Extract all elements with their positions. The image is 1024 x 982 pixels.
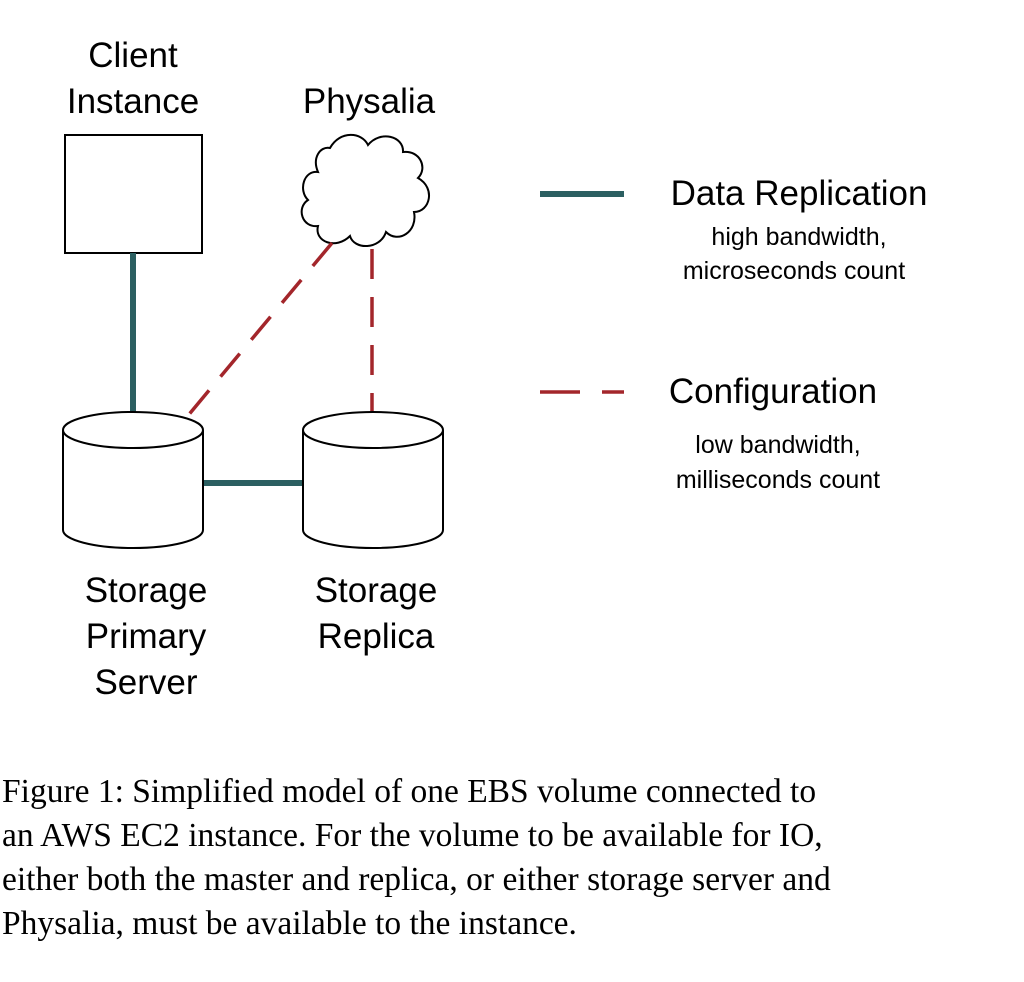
storage-primary-cylinder xyxy=(62,411,204,549)
caption-line-2: an AWS EC2 instance. For the volume to b… xyxy=(2,817,823,854)
legend-data-replication-desc1: high bandwidth, xyxy=(711,223,886,251)
storage-replica-cylinder xyxy=(302,411,444,549)
legend-data-replication-desc2: microseconds count xyxy=(683,257,905,285)
client-instance-box xyxy=(64,134,203,254)
legend-configuration-desc2: milliseconds count xyxy=(676,466,880,494)
legend-data-replication-title: Data Replication xyxy=(671,174,928,213)
caption-line-3: either both the master and replica, or e… xyxy=(2,861,831,898)
legend-configuration-title: Configuration xyxy=(669,372,877,411)
physalia-primary-config-link xyxy=(184,241,334,420)
caption-line-4: Physalia, must be available to the insta… xyxy=(2,905,577,942)
physalia-cloud xyxy=(300,133,430,247)
replica-label-line1: Storage xyxy=(315,571,438,610)
primary-label-line1: Storage xyxy=(85,571,208,610)
primary-label-line2: Primary xyxy=(86,617,207,656)
legend-configuration-desc1: low bandwidth, xyxy=(695,431,860,459)
primary-label-line3: Server xyxy=(94,663,197,702)
caption-line-1: Figure 1: Simplified model of one EBS vo… xyxy=(2,773,817,810)
figure-caption: Figure 1: Simplified model of one EBS vo… xyxy=(2,770,1022,946)
physalia-label: Physalia xyxy=(303,82,436,121)
client-label-line2: Instance xyxy=(67,82,199,121)
ebs-architecture-diagram: Client Instance Physalia Storage Primary… xyxy=(62,36,928,702)
replica-label-line2: Replica xyxy=(318,617,435,656)
client-label-line1: Client xyxy=(88,36,178,75)
